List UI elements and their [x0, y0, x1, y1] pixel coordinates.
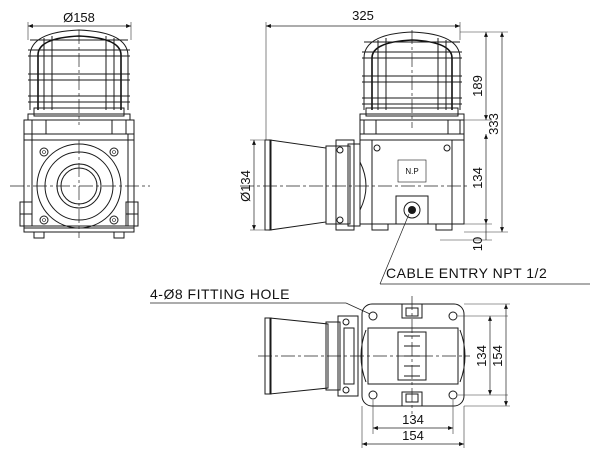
plan-width-outer-label: 154: [402, 428, 424, 443]
nameplate-label: N.P: [405, 167, 418, 176]
horn-diameter-label: Ø134: [238, 170, 253, 202]
front-body: [10, 119, 150, 239]
side-horn: Ø134: [238, 139, 367, 231]
front-guard-cage: [27, 29, 131, 125]
side-height-dimensions: 189 333 134 10: [440, 31, 508, 251]
side-width-dimension: 325: [265, 8, 461, 140]
side-body: N.P: [240, 119, 470, 231]
fitting-hole-label: 4-Ø8 FITTING HOLE: [150, 286, 290, 302]
front-width-dimension: Ø158: [27, 10, 132, 40]
base-offset-label: 10: [470, 237, 485, 251]
side-view: 325: [238, 8, 590, 285]
overall-height-label: 333: [486, 113, 501, 135]
plan-depth-outer-label: 154: [490, 345, 505, 367]
overall-width-label: 325: [352, 8, 374, 23]
plan-body: [258, 296, 470, 414]
front-guard-diameter-label: Ø158: [63, 10, 95, 25]
side-guard-cage: [359, 30, 465, 128]
cable-entry-callout: CABLE ENTRY NPT 1/2: [379, 213, 590, 285]
front-view: Ø158: [10, 10, 150, 239]
fitting-hole-callout: 4-Ø8 FITTING HOLE: [150, 286, 371, 315]
cable-entry-label: CABLE ENTRY NPT 1/2: [386, 265, 547, 281]
plan-view: 4-Ø8 FITTING HOLE: [150, 286, 510, 448]
body-height-label: 134: [470, 167, 485, 189]
guard-height-label: 189: [470, 75, 485, 97]
plan-depth-inner-label: 134: [474, 345, 489, 367]
plan-dimensions: 134 154 134 154: [361, 303, 510, 448]
plan-width-inner-label: 134: [402, 412, 424, 427]
